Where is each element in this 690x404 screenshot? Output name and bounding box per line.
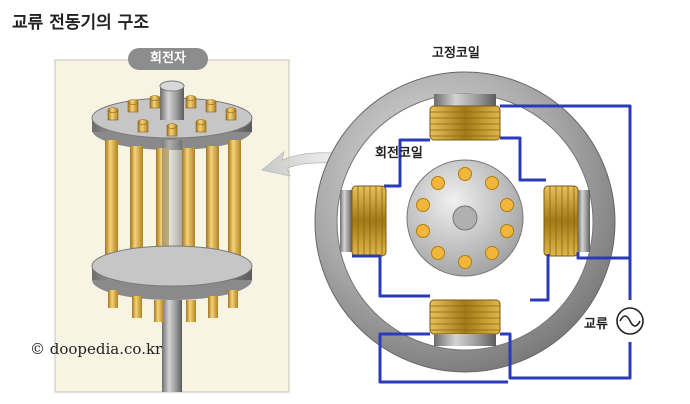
credit-text: © doopedia.co.kr xyxy=(30,340,163,358)
rotor-panel xyxy=(54,59,290,393)
rotor-top-pegs xyxy=(107,95,237,137)
rotor-label: 회전자 xyxy=(128,48,208,70)
rotor-bottom-pegs xyxy=(108,290,238,322)
rotor-disk xyxy=(406,159,524,277)
ac-label: 교류 xyxy=(584,317,608,332)
ac-source-icon xyxy=(616,307,644,335)
rotor-coil-label: 회전코일 xyxy=(375,146,423,161)
wires xyxy=(352,104,632,384)
stator-coil-top xyxy=(429,94,501,141)
stator-coil-bottom xyxy=(429,299,501,346)
stator-coil-left xyxy=(340,185,387,257)
stator-coil-label: 고정코일 xyxy=(432,46,480,61)
stator-coil-right xyxy=(543,185,590,257)
diagram-title: 교류 전동기의 구조 xyxy=(12,13,149,33)
